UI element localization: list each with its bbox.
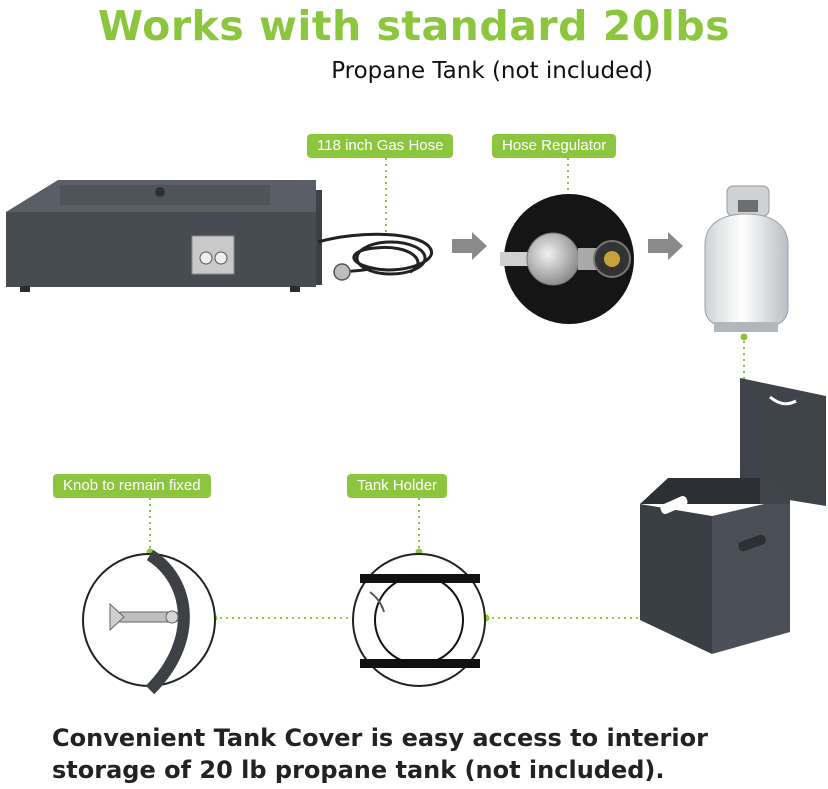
headline: Works with standard 20lbs: [97, 2, 731, 50]
tank-holder-label: Tank Holder: [347, 474, 448, 498]
knob-label: Knob to remain fixed: [53, 474, 211, 498]
hose-regulator-label: Hose Regulator: [492, 134, 617, 158]
footer-text: Convenient Tank Cover is easy access to …: [52, 722, 708, 786]
fire-table-illustration: [6, 180, 322, 292]
subheadline: Propane Tank (not included): [331, 58, 653, 84]
tank-cover-box-illustration: [640, 378, 826, 654]
arrow-icon: [452, 232, 683, 260]
gas-hose-label: 118 inch Gas Hose: [307, 134, 454, 158]
footer-line-1: Convenient Tank Cover is easy access to …: [52, 724, 708, 752]
knob-detail-illustration: [82, 549, 216, 695]
gas-hose-illustration: [317, 232, 434, 276]
propane-tank-illustration: [704, 185, 789, 332]
hose-regulator-illustration: [500, 194, 634, 324]
dotted-connectors: [149, 158, 745, 619]
tank-holder-detail-illustration: [352, 553, 486, 687]
footer-line-2: storage of 20 lb propane tank (not inclu…: [52, 756, 665, 784]
